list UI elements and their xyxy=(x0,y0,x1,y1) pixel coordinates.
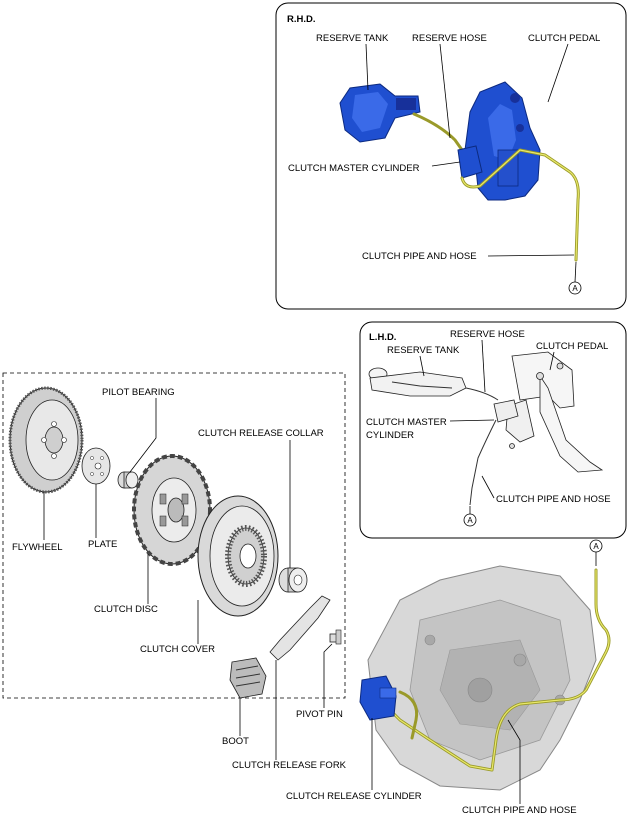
clutch-release-fork-illustration xyxy=(269,595,331,661)
rhd-label-reserve-tank: RESERVE TANK xyxy=(316,33,389,44)
lhd-master-cylinder-illustration xyxy=(493,399,519,423)
plate-illustration xyxy=(81,447,111,485)
rhd-panel: R.H.D. RESERVE TANK RESERVE HOSE CLUTCH … xyxy=(275,2,627,310)
lhd-label-reserve-tank: RESERVE TANK xyxy=(387,345,460,356)
rhd-reserve-tank-illustration xyxy=(339,83,421,143)
label-pivot-pin: PIVOT PIN xyxy=(296,709,343,720)
clutch-release-cylinder-illustration xyxy=(359,675,397,721)
lhd-label-reserve-hose: RESERVE HOSE xyxy=(450,329,525,340)
clutch-parts-panel: PILOT BEARING CLUTCH RELEASE COLLAR FLYW… xyxy=(2,372,347,771)
label-clutch-disc: CLUTCH DISC xyxy=(94,604,158,615)
lhd-frame xyxy=(359,321,627,539)
label-clutch-release-cylinder: CLUTCH RELEASE CYLINDER xyxy=(286,791,422,802)
flywheel-illustration xyxy=(8,386,84,494)
transmission-panel: A CLUTCH RELEASE CYLINDER CLUTCH PIPE AN… xyxy=(286,539,611,816)
lhd-header: L.H.D. xyxy=(369,332,396,343)
lhd-ref-a-text: A xyxy=(467,516,473,525)
lhd-reserve-tank-illustration xyxy=(368,367,467,397)
rhd-label-clutch-pedal: CLUTCH PEDAL xyxy=(528,33,600,44)
rhd-ref-a-text: A xyxy=(572,284,578,293)
transmission-housing-illustration xyxy=(367,565,597,791)
label-boot: BOOT xyxy=(222,736,249,747)
lhd-label-clutch-pedal: CLUTCH PEDAL xyxy=(536,341,608,352)
label-plate: PLATE xyxy=(88,539,117,550)
rhd-label-clutch-pipe-and-hose: CLUTCH PIPE AND HOSE xyxy=(362,251,477,262)
rhd-frame xyxy=(275,2,627,310)
rhd-pedal-bracket-illustration xyxy=(464,81,541,201)
label-pilot-bearing: PILOT BEARING xyxy=(102,387,175,398)
clutch-cover-illustration xyxy=(197,495,279,617)
pilot-bearing-illustration xyxy=(117,471,139,489)
lhd-label-clutch-master-line2: CYLINDER xyxy=(366,430,414,441)
label-trans-clutch-pipe-and-hose: CLUTCH PIPE AND HOSE xyxy=(462,805,577,816)
trans-ref-a-text: A xyxy=(593,542,599,551)
clutch-disc-illustration xyxy=(132,454,212,566)
boot-illustration xyxy=(229,657,267,699)
lhd-pedal-illustration xyxy=(505,351,604,473)
lhd-label-clutch-pipe-and-hose: CLUTCH PIPE AND HOSE xyxy=(496,494,611,505)
clutch-release-collar-illustration xyxy=(278,567,308,593)
label-clutch-cover: CLUTCH COVER xyxy=(140,644,215,655)
parts-dashed-frame xyxy=(2,372,346,699)
label-clutch-release-fork: CLUTCH RELEASE FORK xyxy=(232,760,347,771)
rhd-label-reserve-hose: RESERVE HOSE xyxy=(412,33,487,44)
rhd-master-cylinder-illustration xyxy=(457,145,483,179)
lhd-label-clutch-master-line1: CLUTCH MASTER xyxy=(366,417,447,428)
rhd-header: R.H.D. xyxy=(287,14,316,25)
rhd-label-clutch-master-cylinder: CLUTCH MASTER CYLINDER xyxy=(288,163,420,174)
lhd-panel: L.H.D. RESERVE HOSE RESERVE TANK CLUTCH … xyxy=(359,321,627,539)
lhd-ref-a-marker xyxy=(463,513,477,527)
pivot-pin-illustration xyxy=(329,629,342,645)
label-flywheel: FLYWHEEL xyxy=(12,542,63,553)
rhd-ref-a-marker xyxy=(568,281,582,295)
label-clutch-release-collar: CLUTCH RELEASE COLLAR xyxy=(198,428,324,439)
